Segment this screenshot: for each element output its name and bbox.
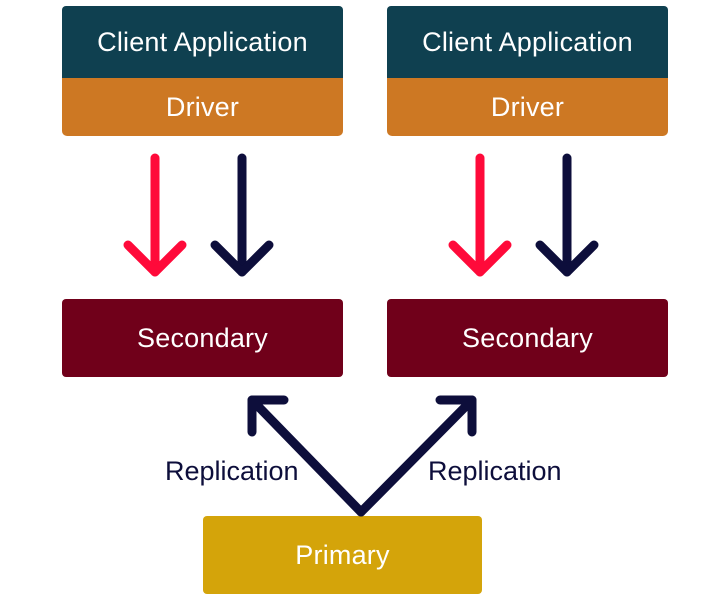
primary: Primary	[203, 516, 482, 594]
secondary-right: Secondary	[387, 299, 668, 377]
read-arrow-right	[448, 153, 512, 277]
driver-right: Driver	[387, 78, 668, 136]
replication-label-right: Replication	[428, 456, 562, 486]
write-arrow-left	[210, 153, 274, 277]
driver-left: Driver	[62, 78, 343, 136]
client-application-right: Client Application	[387, 6, 668, 78]
replication-label-left: Replication	[165, 456, 299, 486]
client-application-left-label: Client Application	[97, 26, 308, 57]
write-arrow-right	[535, 153, 599, 277]
secondary-left: Secondary	[62, 299, 343, 377]
driver-right-label: Driver	[490, 91, 565, 122]
secondary-right-label: Secondary	[462, 322, 593, 353]
client-application-right-label: Client Application	[422, 26, 633, 57]
client-application-left: Client Application	[62, 6, 343, 78]
replication-arrow-right	[356, 395, 477, 517]
read-arrow-left	[123, 153, 187, 277]
primary-label: Primary	[295, 539, 390, 570]
secondary-left-label: Secondary	[137, 322, 268, 353]
replication-arrow-left	[247, 395, 366, 517]
driver-left-label: Driver	[165, 91, 240, 122]
